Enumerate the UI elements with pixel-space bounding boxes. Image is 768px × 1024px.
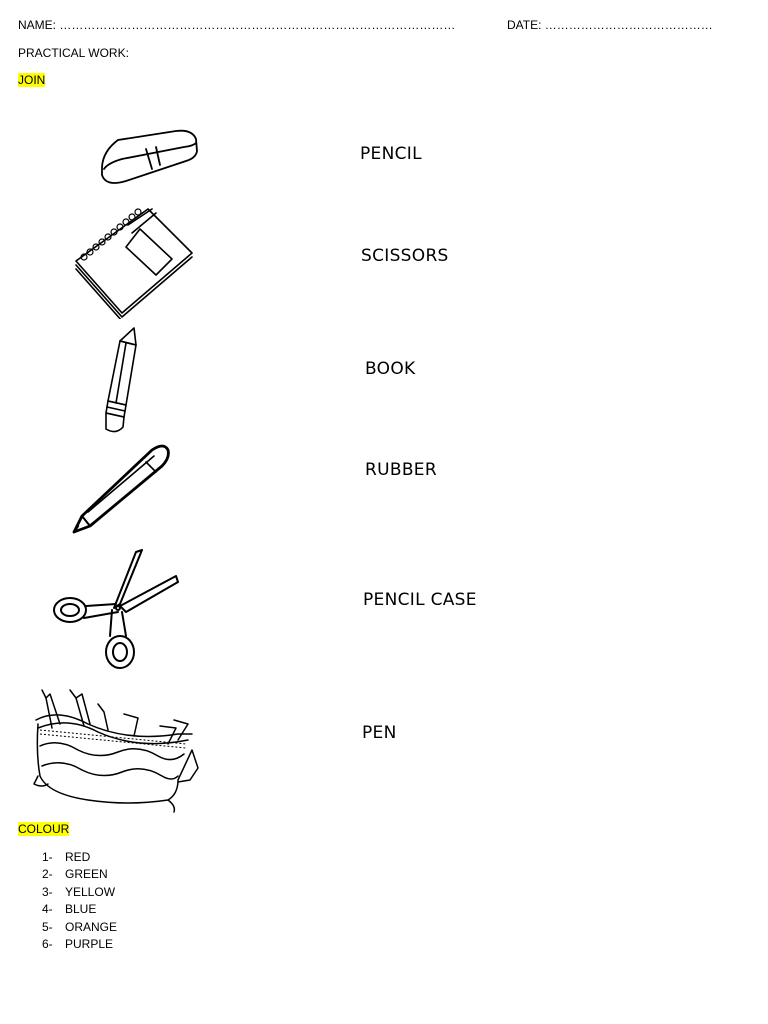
colour-label: RED [65,850,91,864]
colour-number: 5- [42,919,53,934]
colour-label: ORANGE [65,919,118,934]
colour-number: 6- [42,936,53,951]
colour-label: GREEN [65,867,108,882]
eraser-icon [96,125,206,189]
colour-label: BLUE [65,902,97,917]
colour-list-item: 6- PURPLE [42,937,117,954]
colour-number: 4- [42,902,53,917]
colour-list-item: 5- ORANGE [42,920,117,937]
pencil-case-icon [28,684,202,814]
date-field-label: DATE: …………………………………… [507,18,713,32]
word-pencil-case: PENCIL CASE [363,590,477,610]
colour-list-item: 2- GREEN [42,867,117,884]
colour-number: 1- [42,850,53,864]
colour-list-item: 4- BLUE [42,902,117,919]
colour-number: 2- [42,867,53,882]
notebook-icon [70,205,196,319]
colour-list: 1- RED 2- GREEN 3- YELLOW 4- BLUE 5- ORANGE 6… [42,850,117,954]
colour-list-item: 3- YELLOW [42,885,117,902]
word-pen: PEN [362,723,397,743]
colour-label: YELLOW [65,884,116,899]
pen-icon [68,442,174,538]
word-pencil: PENCIL [360,144,422,164]
name-field-label: NAME: ……………………………………………………………………………………… [18,18,456,32]
colour-list-item: 1- RED [42,850,117,867]
colour-label: PURPLE [65,936,114,951]
practical-work-label: PRACTICAL WORK: [18,46,129,60]
colour-number: 3- [42,884,53,899]
pencil-icon [96,325,142,437]
scissors-icon [50,546,182,672]
join-heading: JOIN [18,73,46,87]
word-scissors: SCISSORS [361,246,449,266]
colour-heading: COLOUR [18,822,70,836]
word-rubber: RUBBER [365,460,437,480]
word-book: BOOK [365,359,416,379]
